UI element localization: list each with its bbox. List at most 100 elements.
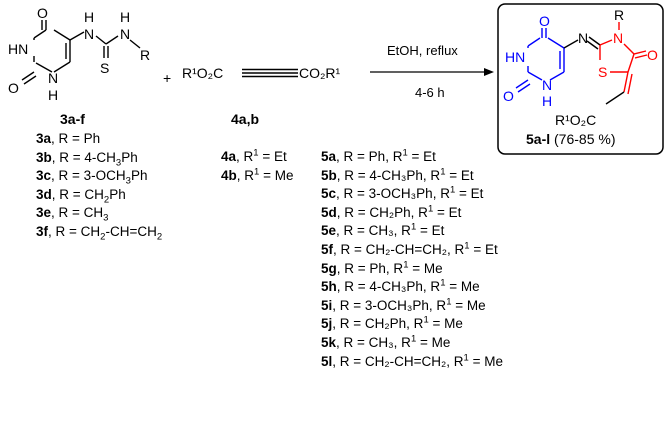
- product-box: [497, 3, 664, 155]
- product-id: 5b: [321, 167, 337, 183]
- atom-h: H: [120, 9, 130, 25]
- product-r: CH₂-CH=CH₂: [365, 241, 448, 257]
- product-r1: Me: [444, 316, 463, 332]
- reactant-3-structure: [21, 20, 141, 85]
- reaction-arrow: [370, 68, 494, 76]
- product-r: CH₂Ph: [369, 204, 411, 220]
- ester-left: R¹O₂C: [182, 65, 223, 81]
- product-r1: Et: [448, 204, 462, 220]
- list-item: 4a, R1 = Et: [221, 147, 287, 164]
- atom-o: O: [8, 80, 19, 96]
- atom-r: R: [614, 7, 624, 23]
- product-r1: Me: [431, 334, 451, 350]
- product-list-item: 5d, R = CH₂Ph, R1 = Et: [321, 203, 462, 220]
- list-item: 3f, R = CH2-CH=CH2: [36, 223, 163, 243]
- product-list-item: 5j, R = CH₂Ph, R1 = Me: [321, 314, 463, 332]
- product-r1: Et: [423, 149, 436, 164]
- atom-s: S: [598, 64, 607, 80]
- atom-s: S: [100, 60, 109, 76]
- atom-n: N: [542, 77, 552, 93]
- product-id: 5j: [321, 316, 333, 332]
- imine-bond: [563, 36, 601, 50]
- product-r: 4-CH₃Ph: [369, 167, 423, 183]
- list-reactant-4: 4a, R1 = Et 4b, R1 = Me: [221, 148, 293, 185]
- yield-range: (76-85 %): [550, 131, 616, 147]
- product-r: Ph: [368, 149, 386, 164]
- product-pyrimidine: [515, 28, 565, 93]
- product-r1: Me: [460, 279, 480, 295]
- product-id: 5i: [321, 297, 333, 313]
- condition-solvent: EtOH, reflux: [387, 43, 458, 58]
- product-id: 5c: [321, 186, 337, 202]
- list-item: 3b, R = 4-CH3Ph: [36, 149, 138, 169]
- compound-label-3: 3a-f: [60, 111, 85, 127]
- product-thiazolidinone: [599, 22, 648, 95]
- atom-h: H: [84, 9, 94, 25]
- atom-hn: HN: [505, 49, 525, 65]
- atom-n-imine: N: [578, 30, 588, 46]
- product-id: 5f: [321, 241, 334, 257]
- ester-bond: [605, 91, 625, 105]
- atom-o: O: [503, 88, 514, 104]
- list-item: 3d, R = CH2Ph: [36, 186, 126, 206]
- product-atoms: O HN O N H N R N S O R¹O₂C: [503, 7, 658, 128]
- product-r1: Me: [466, 297, 486, 313]
- product-list-item: 5i, R = 3-OCH₃Ph, R1 = Me: [321, 296, 486, 313]
- product-r: 3-OCH₃Ph: [364, 297, 429, 313]
- list-item: 3e, R = CH3: [36, 205, 109, 225]
- atom-r: R: [140, 47, 150, 63]
- product-r1: Et: [470, 186, 484, 202]
- product-r1: Et: [484, 241, 498, 257]
- product-r: Ph: [369, 260, 386, 276]
- compound-label-4: 4a,b: [231, 111, 260, 127]
- atom-h: H: [48, 87, 58, 103]
- product-list-item: 5c, R = 3-OCH₃Ph, R1 = Et: [321, 184, 484, 202]
- atom-hn: HN: [8, 41, 28, 57]
- reactant-3-atoms: O HN O N H H N H N S R: [8, 5, 150, 103]
- product-id: 5d: [321, 204, 337, 220]
- plus-sign: +: [163, 70, 171, 86]
- product-list-item: 5k, R = CH₃, R1 = Me: [321, 333, 451, 350]
- reactant-4-structure: [242, 68, 298, 78]
- product-r1: Me: [484, 353, 503, 369]
- product-r: CH₂-CH=CH₂: [364, 353, 447, 369]
- condition-time: 4-6 h: [415, 85, 445, 100]
- product-id: 5a: [321, 149, 337, 164]
- atom-o: O: [539, 13, 550, 29]
- product-list-item: 5e, R = CH₃, R1 = Et: [321, 221, 445, 239]
- product-r1: Et: [460, 167, 474, 183]
- atom-h: H: [542, 93, 552, 109]
- atom-n: N: [84, 26, 94, 42]
- product-r: 3-OCH₃Ph: [368, 186, 433, 202]
- product-list-item: 5h, R = 4-CH₃Ph, R1 = Me: [321, 277, 480, 295]
- product-list-item: 5b, R = 4-CH₃Ph, R1 = Et: [321, 166, 474, 183]
- product-r: CH₂Ph: [364, 316, 407, 332]
- atom-n: N: [120, 26, 130, 42]
- list-item: 4b, R1 = Me: [221, 166, 294, 183]
- list-products: 5a, R = Ph, R1 = Et 5b, R = 4-CH₃Ph, R1 =…: [321, 148, 503, 371]
- product-list-item: 5a, R = Ph, R1 = Et: [321, 147, 436, 164]
- atom-n: N: [613, 30, 623, 46]
- product-list-item: 5f, R = CH₂-CH=CH₂, R1 = Et: [321, 240, 498, 257]
- product-r: CH₃: [368, 334, 394, 350]
- product-label: 5a-l (76-85 %): [526, 131, 615, 147]
- product-r: 4-CH₃Ph: [369, 279, 423, 295]
- product-list-item: 5g, R = Ph, R1 = Me: [321, 259, 443, 276]
- product-id: 5k: [321, 334, 337, 350]
- list-item: 3a, R = Ph: [36, 131, 101, 146]
- product-ester-group: R¹O₂C: [555, 112, 596, 128]
- product-r1: Me: [423, 260, 443, 276]
- compound-label-5: 5a-l: [526, 131, 551, 147]
- product-id: 5l: [321, 353, 333, 369]
- atom-o: O: [647, 47, 658, 63]
- product-list-item: 5l, R = CH₂-CH=CH₂, R1 = Me: [321, 352, 503, 369]
- product-id: 5g: [321, 260, 337, 276]
- list-item: 3c, R = 3-OCH3Ph: [36, 168, 148, 187]
- product-r1: Et: [431, 223, 445, 239]
- ester-right: CO₂R¹: [299, 65, 341, 81]
- list-reactant-3: 3a, R = Ph 3b, R = 4-CH3Ph 3c, R = 3-OCH…: [36, 130, 162, 242]
- atom-o: O: [37, 5, 48, 21]
- product-r: CH₃: [368, 223, 394, 239]
